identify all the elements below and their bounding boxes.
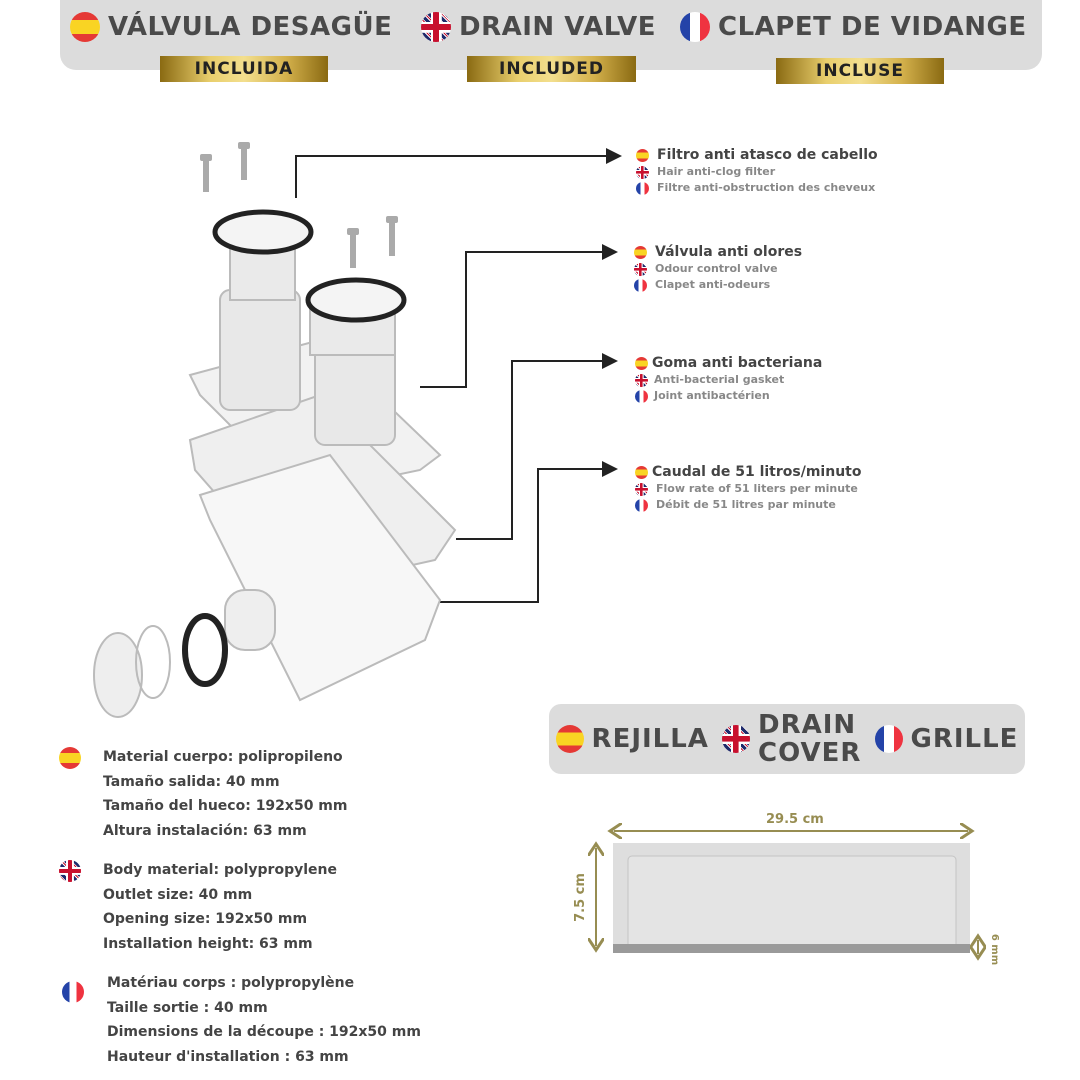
drain-parts xyxy=(93,209,457,718)
france-flag-icon xyxy=(874,725,903,753)
uk-flag-icon xyxy=(722,725,751,753)
leader-lines xyxy=(295,148,622,603)
height-label: 7.5 cm xyxy=(572,873,588,922)
callout-es: Goma anti bacteriana xyxy=(652,355,823,371)
uk-flag-icon xyxy=(635,373,648,387)
title-text: DRAIN VALVE xyxy=(459,12,657,42)
callout-fr: Débit de 51 litres par minute xyxy=(656,498,836,511)
spec-line: Material cuerpo: polipropileno xyxy=(103,749,343,765)
spain-flag-icon xyxy=(635,356,648,370)
uk-flag-icon xyxy=(59,860,81,882)
cover-title-es: REJILLA xyxy=(591,724,709,754)
spain-flag-icon xyxy=(70,12,100,42)
thickness-label: 6 mm xyxy=(989,933,1001,966)
width-label: 29.5 cm xyxy=(766,812,824,827)
france-flag-icon xyxy=(636,181,649,195)
callout-fr: Clapet anti-odeurs xyxy=(655,278,771,291)
france-flag-icon xyxy=(680,12,710,42)
uk-flag-icon xyxy=(421,12,451,42)
callout-en: Odour control valve xyxy=(655,262,778,275)
cover-title-en-1: DRAIN xyxy=(758,710,857,740)
title-text: CLAPET DE VIDANGE xyxy=(718,12,1027,42)
spain-flag-icon xyxy=(635,465,648,479)
spec-line: Installation height: 63 mm xyxy=(103,935,313,952)
callout-fr: Filtre anti-obstruction des cheveux xyxy=(657,181,876,194)
title-fr: CLAPET DE VIDANGE xyxy=(680,12,1027,42)
included-badge-fr: INCLUSE xyxy=(776,58,944,84)
spec-line: Outlet size: 40 mm xyxy=(103,886,253,903)
callout-es: Válvula anti olores xyxy=(655,244,803,260)
france-flag-icon xyxy=(635,389,648,403)
dimension-arrows xyxy=(596,831,978,954)
spain-flag-icon xyxy=(634,245,647,259)
france-flag-icon xyxy=(635,498,648,512)
spain-flag-icon xyxy=(636,148,649,162)
spec-line: Tamaño salida: 40 mm xyxy=(103,773,280,790)
spec-line: Matériau corps : polypropylène xyxy=(107,975,355,991)
callout-en: Anti-bacterial gasket xyxy=(654,373,785,386)
title-text: VÁLVULA DESAGÜE xyxy=(108,12,393,42)
screws xyxy=(200,142,398,268)
included-badge-es: INCLUIDA xyxy=(160,56,328,82)
callout-odour-valve: Válvula anti olores Odour control valve … xyxy=(634,243,802,293)
spec-line: Hauteur d'installation : 63 mm xyxy=(107,1048,349,1065)
cover-title-en-2: COVER xyxy=(758,738,862,768)
spec-line: Tamaño del hueco: 192x50 mm xyxy=(103,798,348,814)
included-badge-en: INCLUDED xyxy=(467,56,636,82)
drain-cover-diagram xyxy=(570,820,1010,980)
cover-title-fr: GRILLE xyxy=(910,724,1019,754)
uk-flag-icon xyxy=(635,482,648,496)
spain-flag-icon xyxy=(555,725,584,753)
callout-gasket: Goma anti bacteriana Anti-bacterial gask… xyxy=(635,354,822,404)
callout-es: Caudal de 51 litros/minuto xyxy=(652,464,862,480)
callout-en: Flow rate of 51 liters per minute xyxy=(656,482,858,495)
title-es: VÁLVULA DESAGÜE xyxy=(70,12,392,42)
spec-line: Altura instalación: 63 mm xyxy=(103,822,307,839)
callout-es: Filtro anti atasco de cabello xyxy=(657,147,878,163)
uk-flag-icon xyxy=(636,165,649,179)
spec-line: Dimensions de la découpe : 192x50 mm xyxy=(107,1024,421,1040)
france-flag-icon xyxy=(62,981,84,1003)
callout-fr: Joint antibactérien xyxy=(654,389,770,402)
uk-flag-icon xyxy=(634,262,647,276)
title-en: DRAIN VALVE xyxy=(421,12,656,42)
spec-line: Body material: polypropylene xyxy=(103,862,337,878)
callout-en: Hair anti-clog filter xyxy=(657,165,776,178)
spec-line: Opening size: 192x50 mm xyxy=(103,911,308,927)
callout-flow-rate: Caudal de 51 litros/minuto Flow rate of … xyxy=(635,463,861,513)
france-flag-icon xyxy=(634,278,647,292)
spain-flag-icon xyxy=(59,747,81,769)
spec-line: Taille sortie : 40 mm xyxy=(107,999,268,1016)
callout-hair-filter: Filtro anti atasco de cabello Hair anti-… xyxy=(636,146,878,196)
